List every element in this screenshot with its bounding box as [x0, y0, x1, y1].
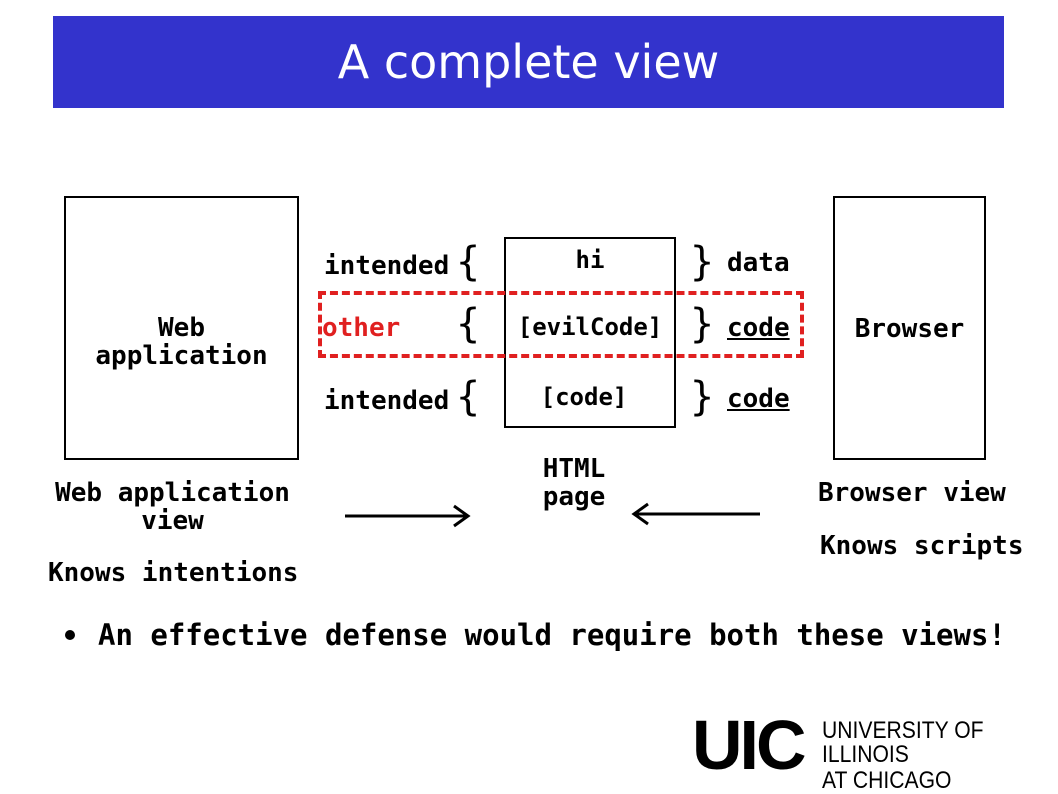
row-1-right-label: data	[727, 248, 790, 278]
web-application-box: Web application	[64, 196, 299, 460]
web-application-box-label-line2: application	[95, 341, 268, 371]
uic-logo-mark: UIC	[692, 706, 807, 784]
browser-box-label: Browser	[854, 314, 965, 344]
uic-logo-line1: UNIVERSITY OF ILLINOIS	[822, 717, 984, 768]
bullet-text: An effective defense would require both …	[98, 618, 1006, 652]
row-3-left-label: intended	[324, 386, 450, 416]
html-page-label-line2: page	[542, 482, 606, 512]
uic-logo-text: UNIVERSITY OF ILLINOIS AT CHICAGO	[822, 719, 1030, 793]
title-bar: A complete view	[53, 16, 1004, 108]
left-arrow-icon	[631, 502, 760, 526]
web-application-view-label-line2: view	[141, 506, 204, 536]
row-3-right-label: code	[727, 384, 790, 414]
knows-intentions-label: Knows intentions	[48, 558, 299, 588]
left-brace-icon: {	[456, 374, 481, 420]
html-page-box	[504, 237, 676, 428]
html-page-label-line1: HTML	[542, 454, 606, 484]
bullet-icon	[65, 630, 75, 640]
browser-view-label: Browser view	[818, 478, 1006, 508]
row-1-center-label: hi	[575, 246, 605, 274]
left-brace-icon: {	[456, 301, 481, 347]
web-application-box-label-line1: Web	[158, 313, 205, 343]
browser-box: Browser	[833, 196, 986, 460]
row-3-center-label: [code]	[540, 383, 628, 411]
row-1-left-label: intended	[324, 251, 450, 281]
uic-logo-line2: AT CHICAGO	[822, 767, 952, 794]
knows-scripts-label: Knows scripts	[820, 531, 1024, 561]
right-brace-icon: }	[690, 374, 715, 420]
row-2-right-label: code	[727, 313, 790, 343]
right-brace-icon: }	[690, 301, 715, 347]
row-2-left-label: other	[322, 313, 401, 343]
right-arrow-icon	[345, 504, 471, 528]
left-brace-icon: {	[456, 239, 481, 285]
right-brace-icon: }	[690, 239, 715, 285]
row-2-center-label: [evilCode]	[517, 313, 663, 341]
evil-code-highlight	[318, 291, 804, 358]
web-application-view-label-line1: Web application	[55, 478, 290, 508]
slide-title: A complete view	[337, 35, 720, 89]
